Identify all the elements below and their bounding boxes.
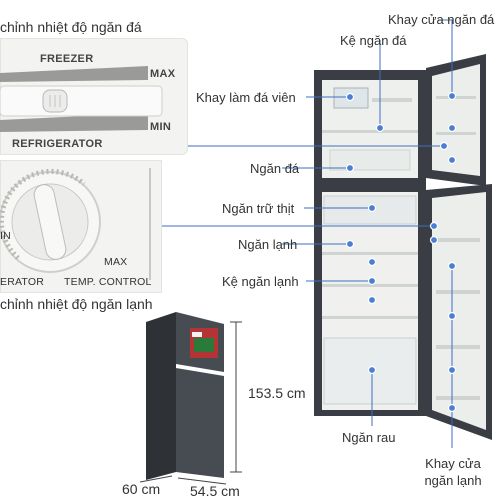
dial-left-bottom-label: ERATOR [0,276,44,288]
freezer-wedge [0,66,148,82]
meat-drawer-label: Ngăn trữ thịt [222,201,295,216]
marker-dot [345,239,355,249]
fridge-compartment-label: Ngăn lạnh [238,237,298,252]
closed-fridge-door [176,368,224,478]
marker-dot [429,235,439,245]
slider-min-label: MIN [150,121,172,133]
marker-dot [447,261,457,271]
fridge-control-title: chỉnh nhiệt độ ngăn lạnh [0,296,153,312]
marker-dot [447,123,457,133]
slider-max-label: MAX [150,68,176,80]
dial-bottom-label: TEMP. CONTROL [64,276,152,288]
width-dimension-label: 54.5 cm [190,483,240,499]
marker-dot [367,257,377,267]
dial-grip [33,184,67,260]
marker-dot [367,365,377,375]
freezer-compartment-label: Ngăn đá [250,161,300,176]
vegetable-drawer-label: Ngăn rau [342,430,396,445]
marker-dot [345,163,355,173]
marker-dot [447,365,457,375]
marker-dot [367,295,377,305]
freezer-door-shelf-label: Khay cửa ngăn đá [388,12,495,27]
marker-dot [447,403,457,413]
depth-dimension-label: 60 cm [122,481,161,497]
refrigerator-label: REFRIGERATOR [12,138,103,150]
height-dimension-label: 153.5 cm [248,385,306,401]
depth-dimension-line [139,475,173,483]
marker-dot [429,221,439,231]
refrigerator-wedge [0,113,148,132]
slider-track [0,85,163,117]
marker-dot [447,155,457,165]
vegetable-drawer-box [323,337,417,405]
freezer-label: FREEZER [40,53,94,65]
fridge-door-shelf-label-line2: ngăn lạnh [424,473,482,488]
marker-dot [367,203,377,213]
freezer-control-title: chỉnh nhiệt độ ngăn đá [0,19,142,35]
marker-dot [345,92,355,102]
fridge-door-shelf-label-line1: Khay cửa [425,456,481,471]
marker-dot [439,141,449,151]
width-dimension-line [177,477,227,485]
dial-left-label: IN [0,230,11,242]
leader-freezer-door-shelf [438,19,453,96]
marker-dot [367,276,377,286]
marker-dot [447,311,457,321]
freezer-shelf-label: Kệ ngăn đá [340,33,407,48]
ice-tray-label: Khay làm đá viên [196,90,296,105]
dial-max-label: MAX [104,256,128,268]
marker-dot [447,91,457,101]
marker-dot [375,123,385,133]
fridge-shelf-label: Kệ ngăn lạnh [222,274,299,289]
